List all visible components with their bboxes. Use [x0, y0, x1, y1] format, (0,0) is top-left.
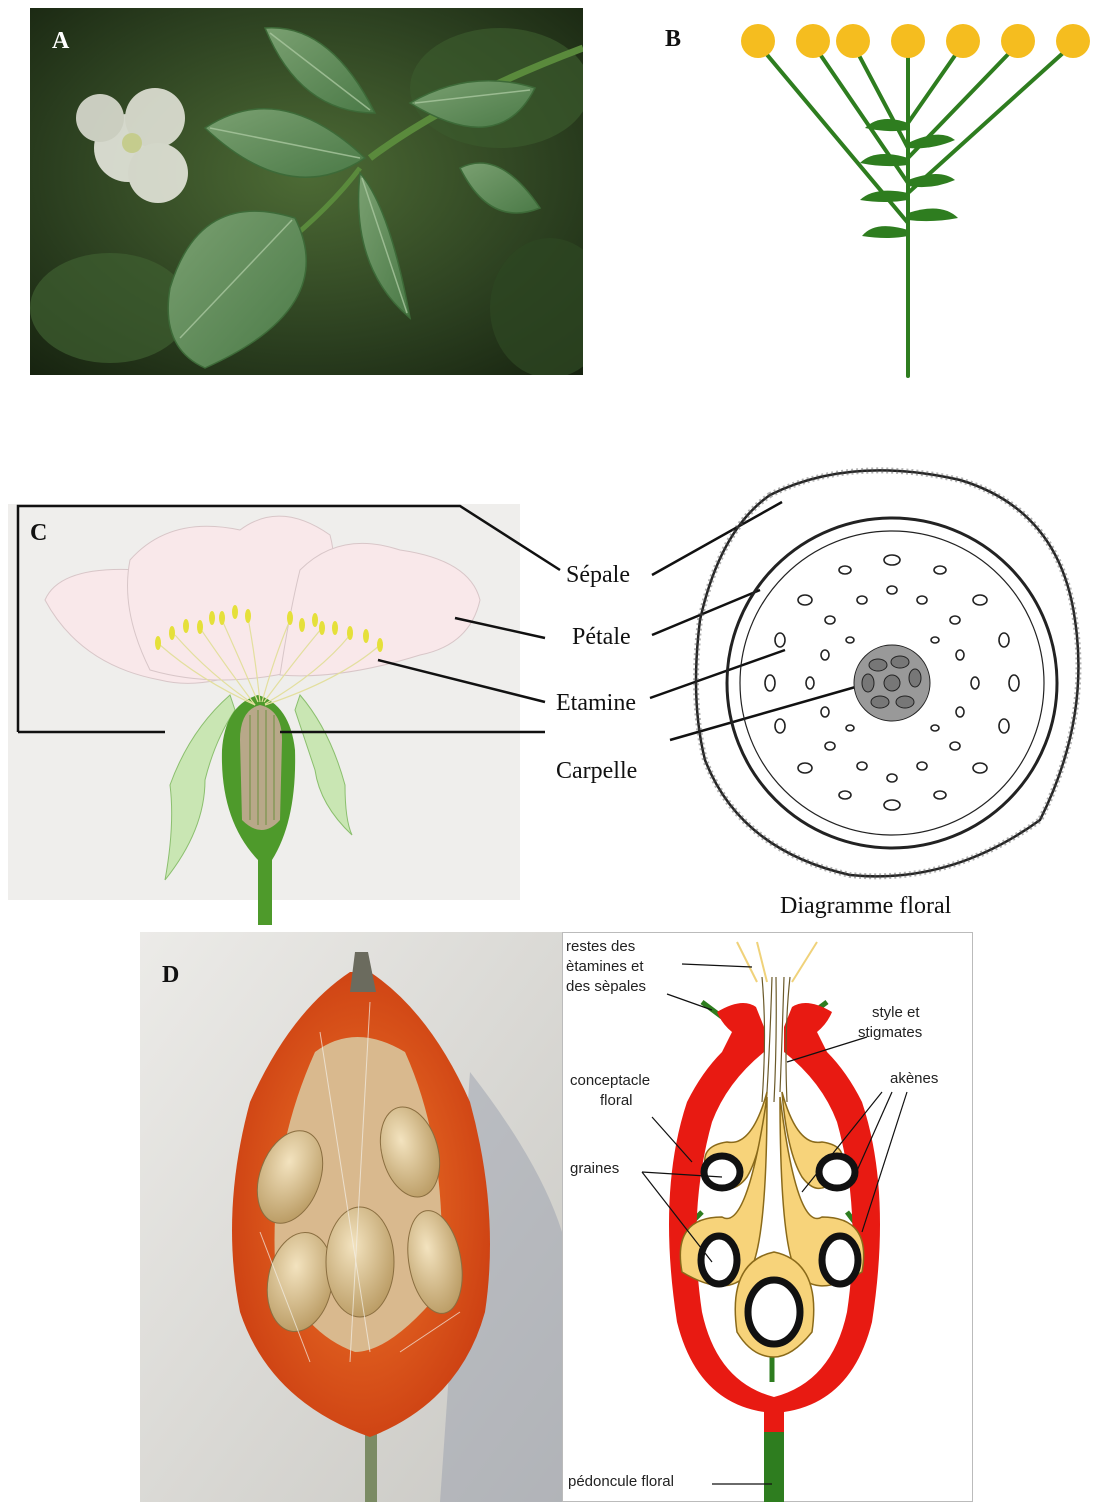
- label-conceptacle-2: floral: [600, 1092, 633, 1109]
- rosehip-photo: [140, 932, 562, 1502]
- flower-heads: [741, 24, 1090, 58]
- label-graines: graines: [570, 1160, 619, 1177]
- label-akenes: akènes: [890, 1070, 938, 1087]
- carpels-cluster: [854, 645, 930, 721]
- panel-c-flower: C Sépale Pétale Etamine Carpelle Diagram…: [0, 440, 1094, 930]
- floral-diagram: [696, 470, 1078, 876]
- corymb-diagram: [640, 8, 1094, 388]
- panel-b-inflorescence: B: [640, 8, 1094, 388]
- label-style-1: style et: [872, 1004, 920, 1021]
- panel-a-letter: A: [52, 28, 69, 55]
- panel-b-letter: B: [665, 26, 681, 53]
- label-restes-1: restes des: [566, 938, 635, 955]
- panel-d-letter: D: [162, 962, 179, 989]
- label-pedoncule: pédoncule floral: [568, 1473, 674, 1490]
- label-restes-2: ètamines et: [566, 958, 644, 975]
- label-style-2: stigmates: [858, 1024, 922, 1041]
- leaf-photo: [30, 8, 583, 375]
- label-etamine: Etamine: [556, 690, 636, 717]
- flower-section-diagram: [0, 440, 1094, 930]
- label-restes-3: des sèpales: [566, 978, 646, 995]
- panel-d-rosehip-diagram: restes des ètamines et des sèpales style…: [562, 932, 974, 1502]
- panel-d-rosehip-photo: D: [140, 932, 562, 1502]
- label-carpelle: Carpelle: [556, 758, 637, 785]
- panel-a-leaf-photo: A: [30, 8, 583, 375]
- panel-c-letter: C: [30, 520, 47, 547]
- label-sepale: Sépale: [566, 562, 630, 589]
- label-conceptacle-1: conceptacle: [570, 1072, 650, 1089]
- ovary: [240, 705, 282, 830]
- label-diagramme-floral: Diagramme floral: [780, 893, 951, 920]
- label-petale: Pétale: [572, 624, 631, 651]
